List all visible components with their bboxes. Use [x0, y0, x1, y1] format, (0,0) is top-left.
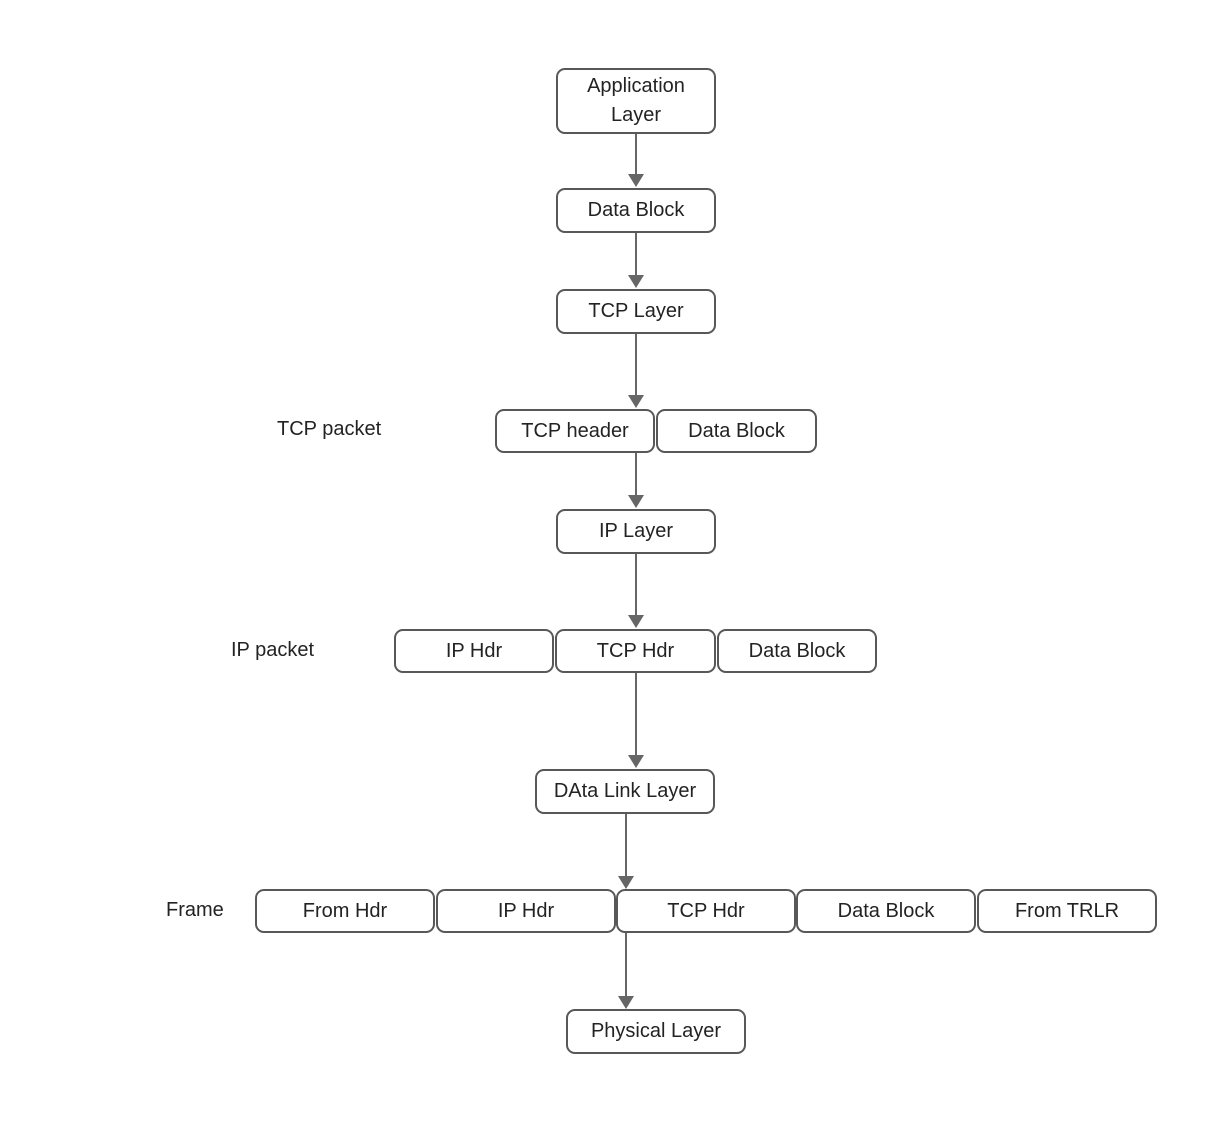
row-label-frame: Frame: [166, 899, 224, 921]
segment-frame-tcp-hdr[interactable]: TCP Hdr: [616, 889, 796, 933]
segment-ip-packet-tcp-hdr[interactable]: TCP Hdr: [555, 629, 716, 673]
arrow-ip-layer-to-ip-packet: [628, 554, 644, 628]
segment-frame-ip-hdr[interactable]: IP Hdr: [436, 889, 616, 933]
row-label-ip-packet: IP packet: [231, 639, 315, 661]
arrow-tcp-layer-to-tcp-packet: [628, 334, 644, 408]
node-application-layer[interactable]: Application Layer: [556, 68, 716, 134]
segment-frame-from-hdr[interactable]: From Hdr: [255, 889, 435, 933]
node-data-link-layer[interactable]: DAta Link Layer: [535, 769, 715, 814]
arrow-application-to-data-block: [628, 134, 644, 187]
arrow-tcp-packet-to-ip-layer: [628, 453, 644, 508]
node-physical-layer[interactable]: Physical Layer: [566, 1009, 746, 1054]
arrow-data-block-to-tcp-layer: [628, 233, 644, 288]
segment-frame-data-block[interactable]: Data Block: [796, 889, 976, 933]
arrow-frame-to-physical-layer: [618, 933, 634, 1009]
row-label-tcp-packet: TCP packet: [277, 418, 382, 440]
segment-ip-packet-ip-hdr[interactable]: IP Hdr: [394, 629, 554, 673]
segment-ip-packet-data-block[interactable]: Data Block: [717, 629, 877, 673]
node-data-block-top[interactable]: Data Block: [556, 188, 716, 233]
segment-tcp-packet-data-block[interactable]: Data Block: [656, 409, 817, 453]
segment-tcp-header[interactable]: TCP header: [495, 409, 655, 453]
arrow-data-link-layer-to-frame: [618, 814, 634, 889]
node-tcp-layer[interactable]: TCP Layer: [556, 289, 716, 334]
node-ip-layer[interactable]: IP Layer: [556, 509, 716, 554]
segment-frame-from-trlr[interactable]: From TRLR: [977, 889, 1157, 933]
arrow-ip-packet-to-data-link-layer: [628, 673, 644, 768]
